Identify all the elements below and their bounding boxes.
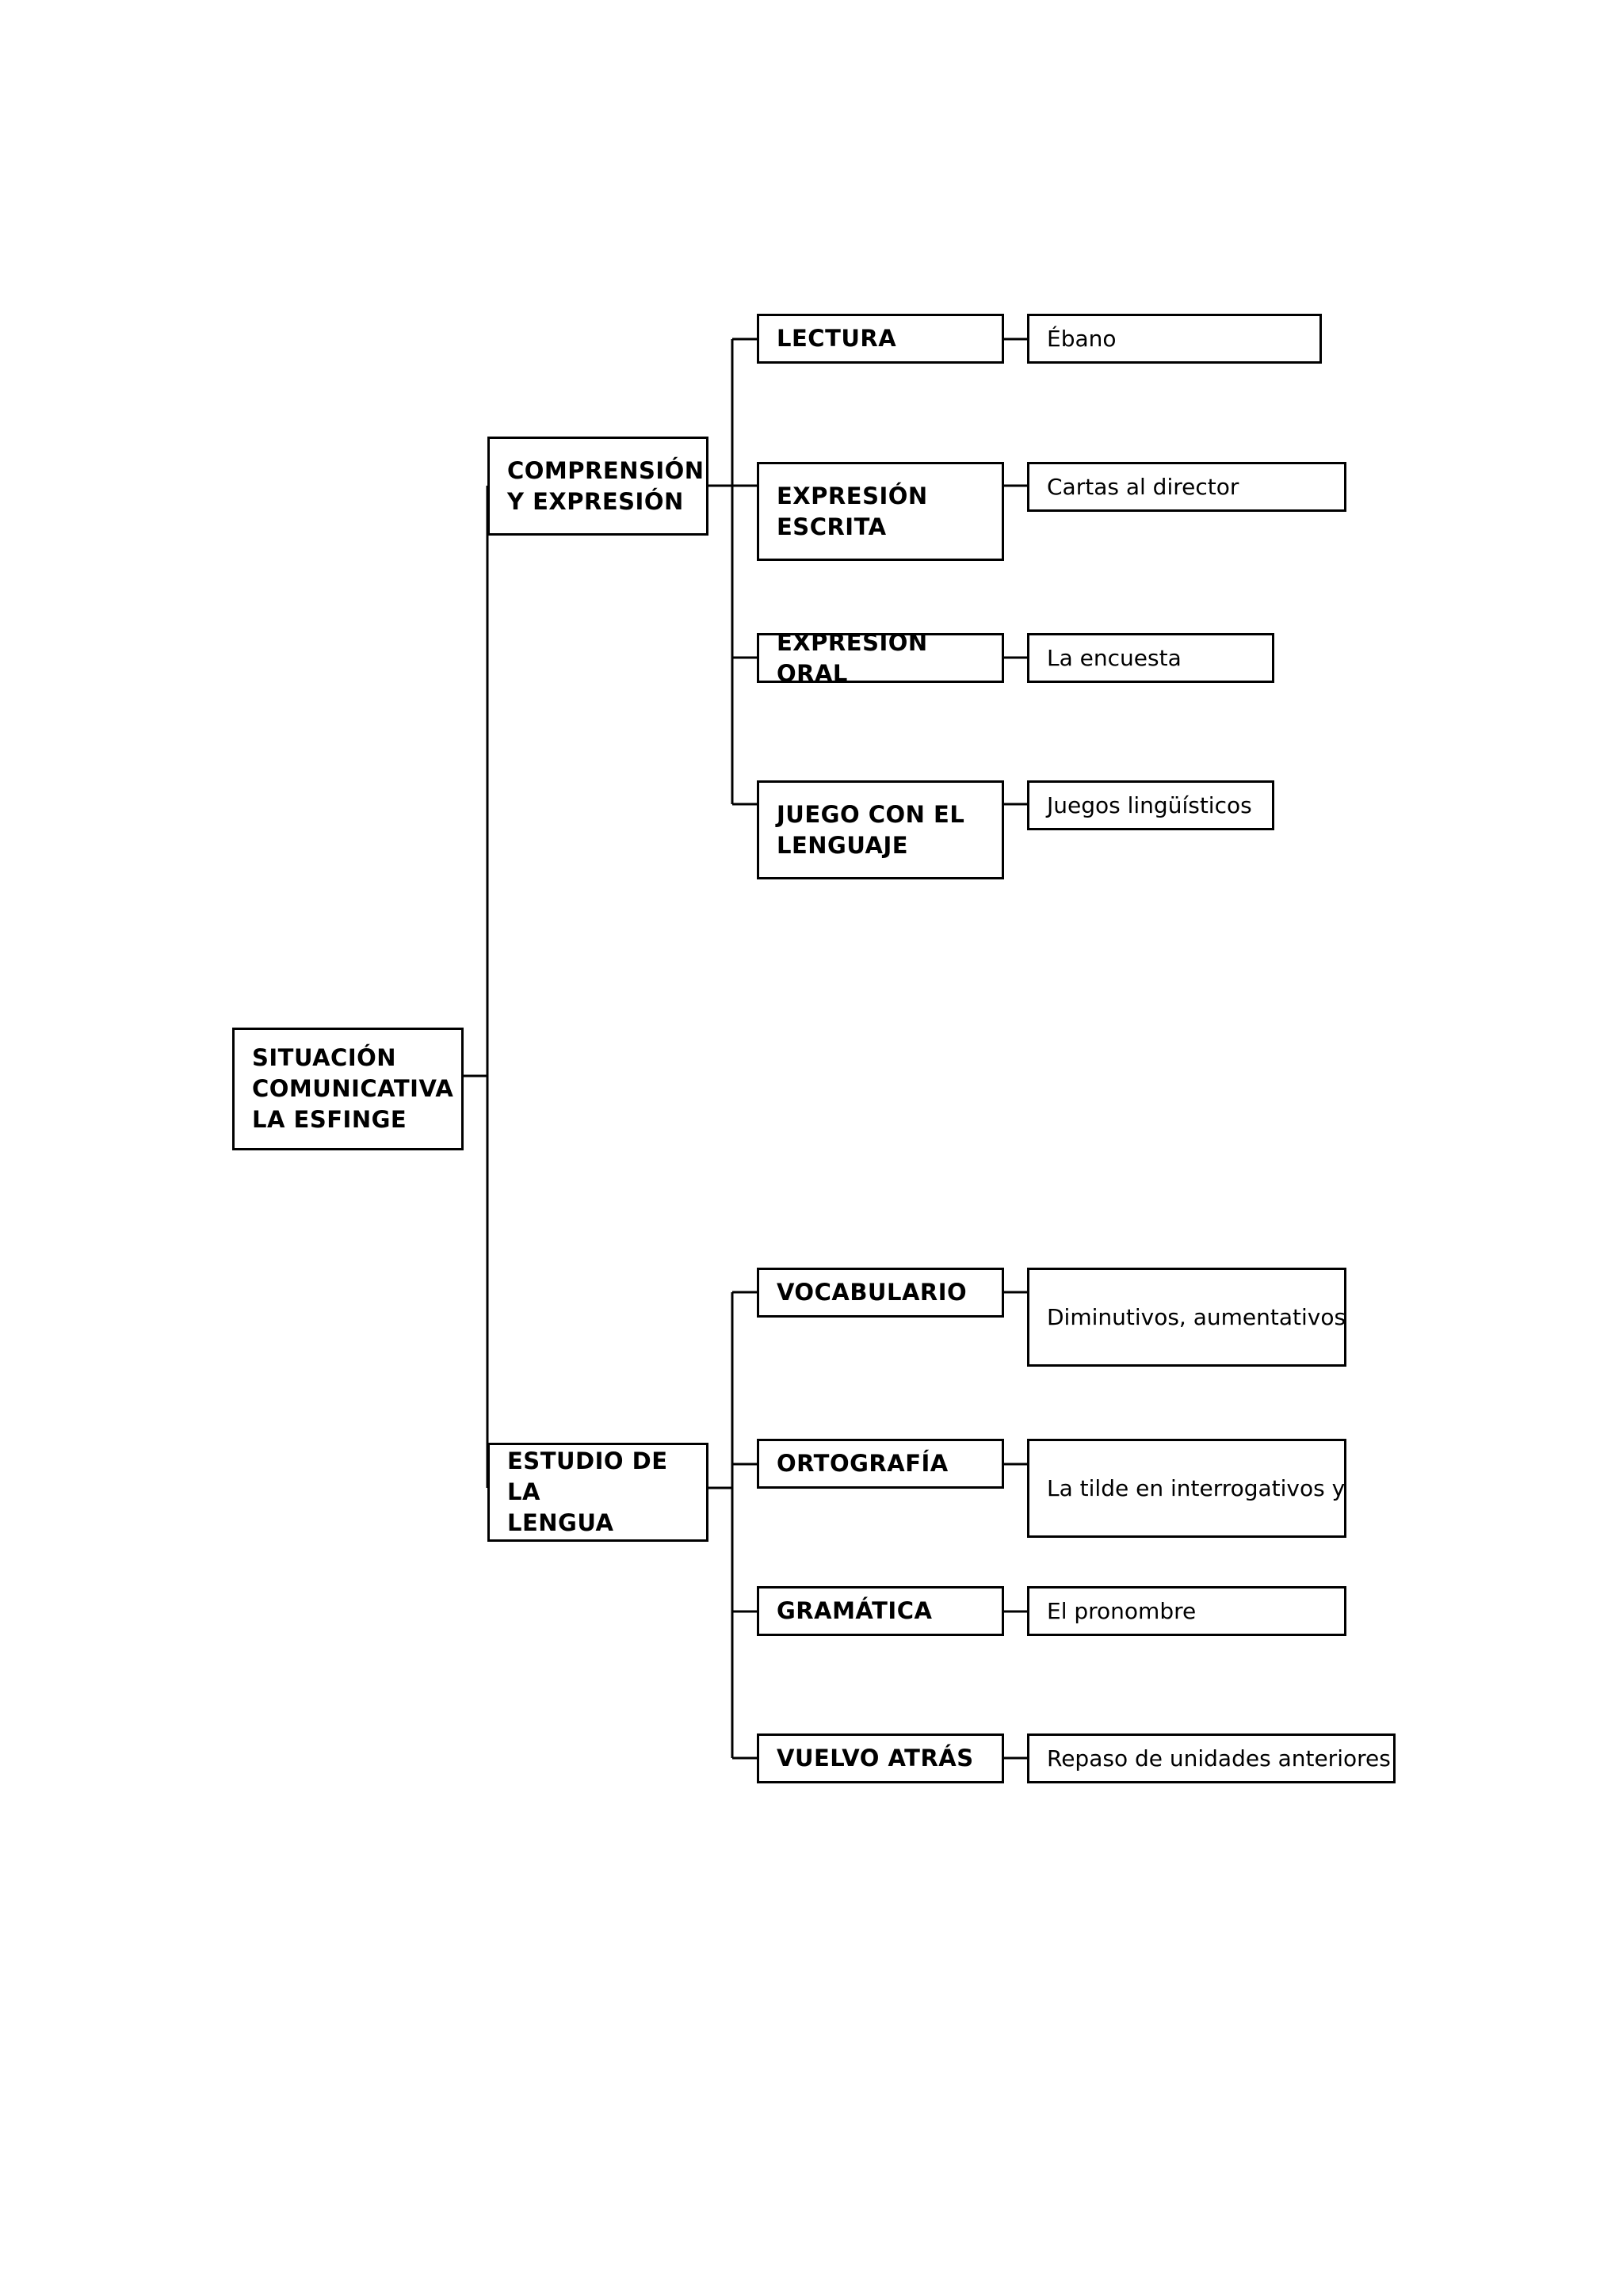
child-ortografia: ORTOGRAFÍA — [757, 1439, 1004, 1489]
detail-text: La tilde en interrogativos y — [1047, 1474, 1346, 1501]
branch-comprension-expresion: COMPRENSIÓN Y EXPRESIÓN — [487, 437, 708, 536]
detail-text: El pronombre — [1047, 1597, 1197, 1624]
detail-text: Juegos lingüísticos — [1047, 791, 1252, 818]
root-to-branches-connector — [463, 484, 489, 1489]
detail-text: Diminutivos, aumentativos y — [1047, 1303, 1346, 1330]
child-vocabulario: VOCABULARIO — [757, 1268, 1004, 1318]
detail-text: Ébano — [1047, 325, 1117, 352]
child-label: EXPRESIÓN ORAL — [777, 633, 928, 683]
detail-repaso-unidades: Repaso de unidades anteriores — [1027, 1733, 1396, 1783]
root-label: SITUACIÓN COMUNICATIVA LA ESFINGE — [252, 1044, 454, 1133]
detail-text: Repaso de unidades anteriores — [1047, 1745, 1391, 1772]
child-label: GRAMÁTICA — [777, 1597, 933, 1624]
estudio-to-children-connector — [708, 1291, 757, 1760]
branch-estudio-lengua: ESTUDIO DE LA LENGUA — [487, 1443, 708, 1542]
child-label: ORTOGRAFÍA — [777, 1450, 949, 1477]
detail-cartas-director: Cartas al director — [1027, 462, 1346, 512]
child-gramatica: GRAMÁTICA — [757, 1586, 1004, 1636]
detail-juegos-linguisticos: Juegos lingüísticos — [1027, 780, 1274, 830]
comprension-to-children-connector — [708, 338, 757, 806]
child-to-detail-connectors — [1003, 338, 1027, 1760]
detail-diminutivos: Diminutivos, aumentativos y — [1027, 1268, 1346, 1367]
child-label: VUELVO ATRÁS — [777, 1745, 974, 1772]
detail-text: La encuesta — [1047, 644, 1182, 671]
child-expresion-oral: EXPRESIÓN ORAL — [757, 633, 1004, 683]
child-vuelvo-atras: VUELVO ATRÁS — [757, 1733, 1004, 1783]
detail-text: Cartas al director — [1047, 473, 1239, 500]
child-label: LECTURA — [777, 325, 897, 352]
detail-encuesta: La encuesta — [1027, 633, 1274, 683]
branch-label: ESTUDIO DE LA LENGUA — [507, 1447, 668, 1536]
detail-ebano: Ébano — [1027, 314, 1322, 364]
child-juego-lenguaje: JUEGO CON EL LENGUAJE — [757, 780, 1004, 879]
child-expresion-escrita: EXPRESIÓN ESCRITA — [757, 462, 1004, 561]
child-label: EXPRESIÓN ESCRITA — [777, 482, 928, 540]
detail-pronombre: El pronombre — [1027, 1586, 1346, 1636]
detail-tilde-interrogativos: La tilde en interrogativos y — [1027, 1439, 1346, 1538]
branch-label: COMPRENSIÓN Y EXPRESIÓN — [507, 456, 705, 515]
root-node: SITUACIÓN COMUNICATIVA LA ESFINGE — [232, 1028, 464, 1150]
child-label: JUEGO CON EL LENGUAJE — [777, 800, 965, 859]
child-label: VOCABULARIO — [777, 1279, 968, 1306]
child-lectura: LECTURA — [757, 314, 1004, 364]
